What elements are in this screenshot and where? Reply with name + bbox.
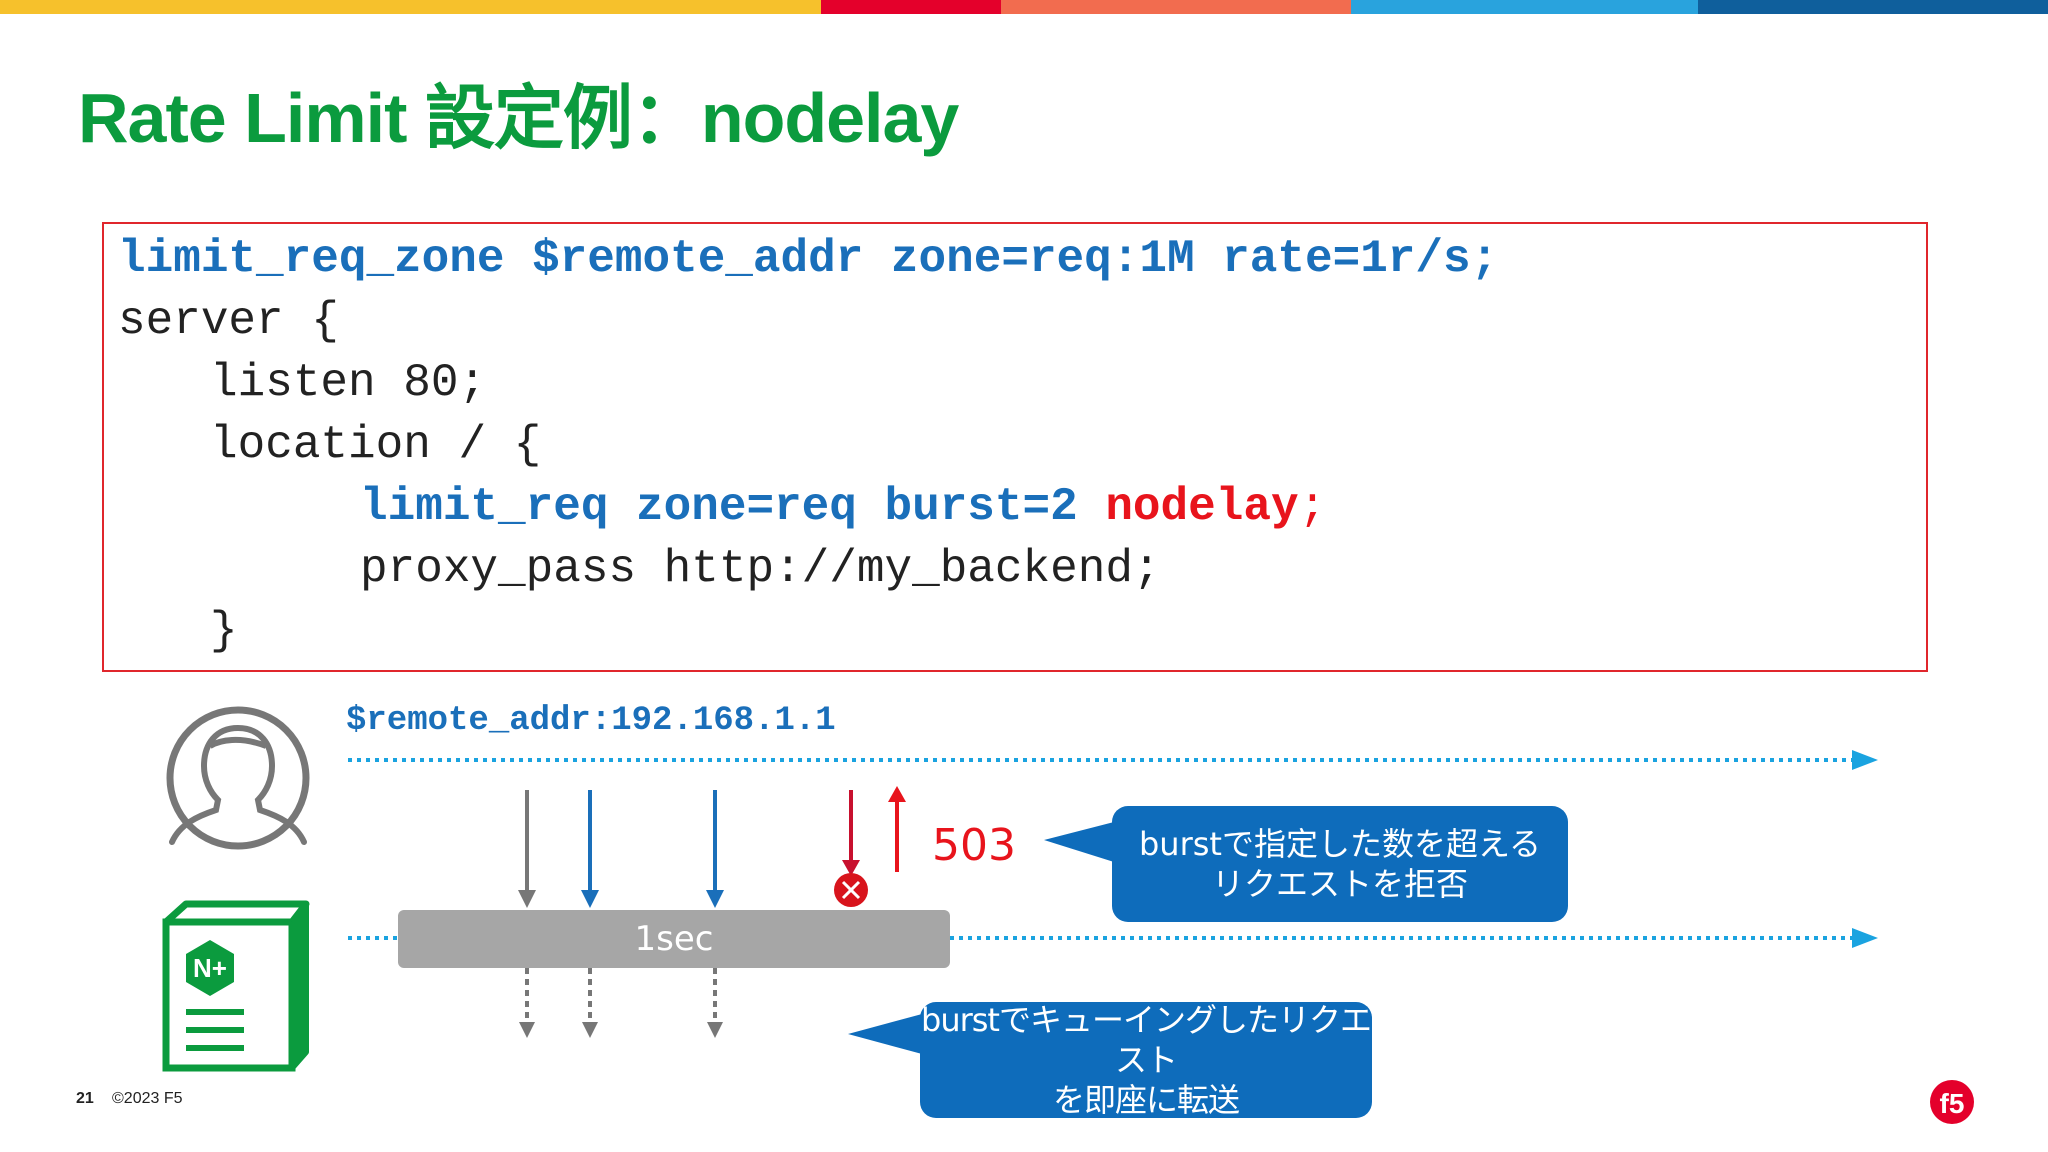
response-arrow-503 [888,786,906,872]
slide-title: Rate Limit 設定例：nodelay [78,79,959,157]
code-box [102,222,1928,672]
request-arrow-gray [518,790,536,908]
client-timeline [348,750,1878,770]
copyright: ©2023 F5 [112,1090,183,1107]
semicolon: ; [1298,481,1327,533]
user-avatar-icon [166,706,310,850]
nodelay-keyword: nodelay [1105,481,1299,533]
stripe-red [821,0,1001,14]
stripe-yellow [0,0,821,14]
code-line-server: server { [118,295,339,347]
status-code-503: 503 [932,820,1016,871]
limit-req-directive: limit_req zone=req burst=2 [360,481,1106,533]
callout-forward-line-2: を即座に転送 [1052,1081,1240,1119]
code-line-limit-req-zone: limit_req_zone $remote_addr zone=req:1M … [118,233,1499,285]
code-line-location: location / { [210,419,542,471]
reject-x-icon [834,873,868,907]
forward-arrow-2 [582,968,598,1038]
stripe-darkblue [1698,0,2048,14]
callout-reject-pointer [1044,822,1114,862]
callout-forward-line-1: burstでキューイングしたリクエスト [921,1001,1372,1079]
stripe-orange [1001,0,1351,14]
callout-reject: burstで指定した数を超える リクエストを拒否 [1112,806,1568,922]
request-arrow-rejected [842,790,860,876]
top-color-stripe [0,0,2048,14]
page-number: 21 [76,1090,94,1107]
forward-arrow-3 [707,968,723,1038]
request-arrow-blue-1 [581,790,599,908]
callout-reject-line-1: burstで指定した数を超える [1138,825,1541,863]
callout-forward-pointer [848,1014,922,1054]
code-line-limit-req: limit_req zone=req burst=2 nodelay; [360,484,1326,530]
callout-forward: burstでキューイングしたリクエスト を即座に転送 [920,1001,1372,1119]
stripe-lightblue [1351,0,1698,14]
callout-reject-line-2: リクエストを拒否 [1211,865,1468,903]
svg-text:f5: f5 [1940,1088,1965,1119]
f5-logo: f5 [1930,1080,1974,1124]
code-line-listen: listen 80; [210,357,487,409]
code-line-proxy-pass: proxy_pass http://my_backend; [360,543,1161,595]
code-line-close-brace: } [210,605,238,657]
nginx-plus-server-icon: N+ [162,900,310,1072]
request-arrow-blue-2 [706,790,724,908]
forward-arrow-1 [519,968,535,1038]
remote-addr-label: $remote_addr:192.168.1.1 [346,702,836,740]
time-window-bar: 1sec [398,910,950,968]
svg-text:N+: N+ [193,953,227,983]
server-timeline [348,928,1878,948]
